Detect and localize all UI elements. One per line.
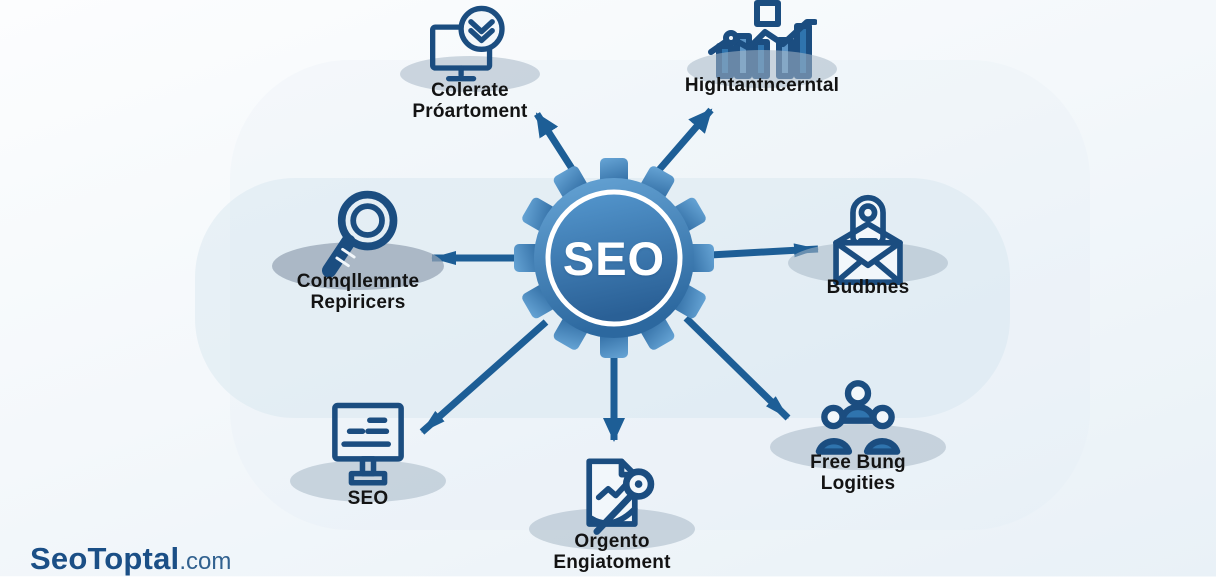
mail-location-pin-icon — [833, 194, 903, 286]
node-label: Free Bung Logities — [810, 452, 906, 494]
node-research: Comqllemnte Repiricers — [258, 186, 458, 336]
node-label: Comqllemnte Repiricers — [296, 271, 420, 313]
node-corporate: Colerate Próartoment — [370, 4, 570, 144]
monitor-stats-icon — [332, 402, 404, 486]
magnifier-icon — [322, 190, 398, 278]
shadow-ellipse — [687, 50, 837, 88]
watermark-suffix: .com — [179, 548, 232, 575]
monitor-check-icon — [430, 5, 505, 82]
node-label: Colerate Próartoment — [412, 80, 528, 122]
arrow-to-seo-monitor — [419, 319, 549, 435]
arrow-to-outreach — [709, 243, 819, 259]
gear-icon — [514, 158, 714, 358]
watermark-logo: SeoToptal.com — [30, 541, 231, 577]
node-label: Orgento Engiatoment — [553, 531, 671, 573]
node-outreach: Budbnes — [768, 188, 968, 318]
shadow-ellipse — [770, 424, 946, 470]
watermark-brand: SeoToptal — [30, 541, 180, 576]
node-team: Free Bung Logities — [758, 376, 958, 506]
shadow-ellipse — [272, 242, 444, 290]
arrow-to-analytics — [649, 107, 714, 181]
hub-label: SEO — [562, 231, 666, 285]
node-seo-monitor: SEO — [268, 398, 468, 528]
people-group-icon — [815, 380, 901, 455]
seo-gear-hub: SEO — [514, 158, 714, 358]
node-label: SEO — [347, 488, 389, 509]
node-label: Budbnes — [826, 277, 910, 298]
shadow-ellipse — [400, 56, 540, 92]
arrow-to-team — [683, 315, 791, 421]
document-search-icon — [586, 458, 655, 535]
node-engagement: Orgento Engiatoment — [512, 448, 712, 576]
node-label: Hightantncerntal — [684, 75, 840, 96]
node-analytics: Hightantncerntal — [662, 0, 862, 120]
